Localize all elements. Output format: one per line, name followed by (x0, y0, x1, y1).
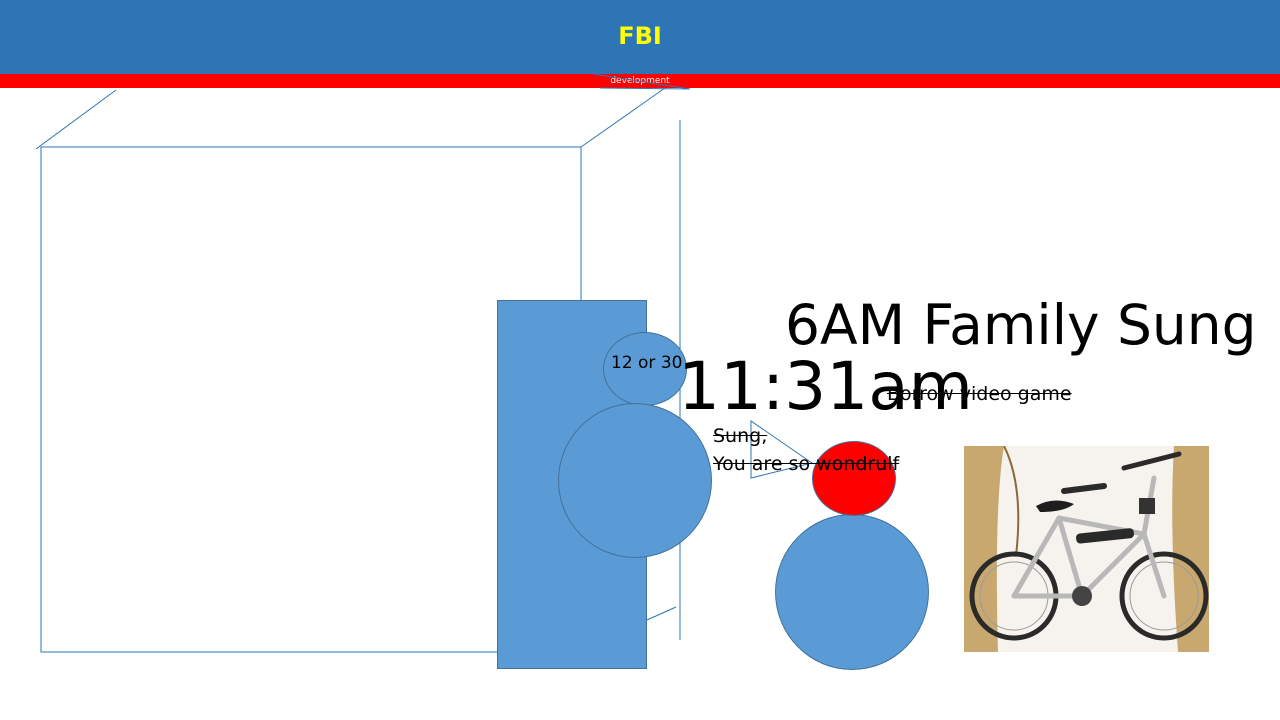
borrow-note: Borrow video game (887, 383, 1072, 405)
strip-wedge (592, 73, 691, 90)
cube-edge-bottom (646, 606, 677, 621)
header-bar (0, 0, 1280, 74)
bicycle-icon (964, 446, 1209, 652)
bicycle-photo (964, 446, 1209, 652)
red-circle (812, 441, 896, 516)
time-text: 11:31am (678, 348, 973, 425)
triangle-shape (750, 420, 814, 479)
header-title: FBI (618, 22, 662, 50)
cube-edge-left (35, 89, 117, 150)
large-blue-circle (558, 403, 712, 558)
cube-edge-right (580, 87, 666, 148)
note-line-1: Sung, (713, 425, 768, 447)
bottom-blue-circle (775, 514, 929, 670)
note-line-2: You are so wondrulf (713, 453, 900, 475)
main-title: 6AM Family Sung (785, 293, 1257, 357)
small-blue-circle (603, 332, 687, 406)
count-label: 12 or 30 (611, 353, 683, 373)
